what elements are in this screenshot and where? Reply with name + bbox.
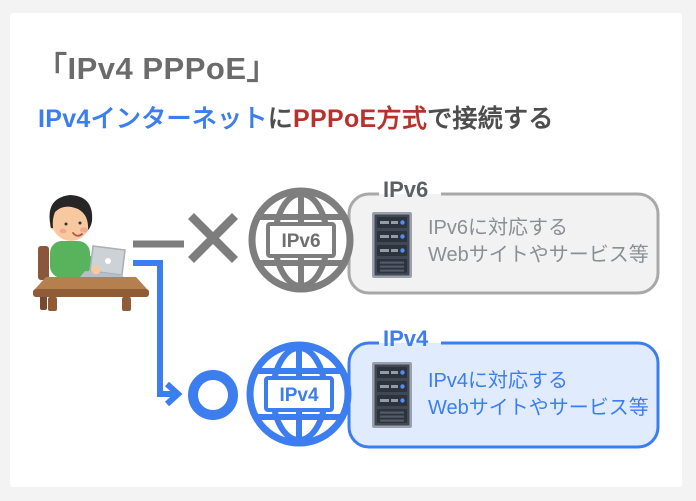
chair — [38, 246, 49, 280]
subtitle: IPv4インターネットにPPPoE方式で接続する — [38, 99, 554, 135]
person-illustration — [33, 195, 149, 311]
x-mark-icon — [187, 212, 239, 264]
page-title: 「IPv4 PPPoE」 — [36, 51, 279, 86]
panel-ipv4-line2: Webサイトやサービス等 — [428, 396, 649, 419]
panel-ipv6: IPv6 IPv6に対応する Webサイトやサービス等 — [347, 177, 660, 295]
globe-ipv4-label: IPv4 — [279, 385, 319, 406]
panel-ipv4: IPv4 IPv4に対応する Webサイトやサービス等 — [347, 326, 660, 449]
globe-ipv4-icon: IPv4 — [246, 341, 352, 447]
panel-ipv6-line1: IPv6に対応する — [428, 216, 568, 239]
globe-ipv6-icon: IPv6 — [248, 187, 354, 293]
subtitle-pppoe: PPPoE方式 — [293, 105, 428, 133]
circle-mark-icon — [188, 370, 238, 420]
subtitle-suffix: で接続する — [427, 105, 554, 133]
panel-ipv4-line1: IPv4に対応する — [428, 369, 568, 392]
panel-ipv6-label: IPv6 — [383, 177, 428, 202]
panel-ipv6-line2: Webサイトやサービス等 — [428, 243, 649, 266]
globe-ipv6-label: IPv6 — [281, 231, 320, 252]
subtitle-particle: に — [267, 105, 294, 133]
arrow-down-right — [133, 260, 183, 407]
desk — [33, 277, 149, 311]
subtitle-ipv4-internet: IPv4インターネット — [38, 105, 268, 133]
server-icon — [372, 212, 412, 278]
panel-ipv4-label: IPv4 — [383, 326, 429, 351]
server-icon — [372, 362, 412, 428]
